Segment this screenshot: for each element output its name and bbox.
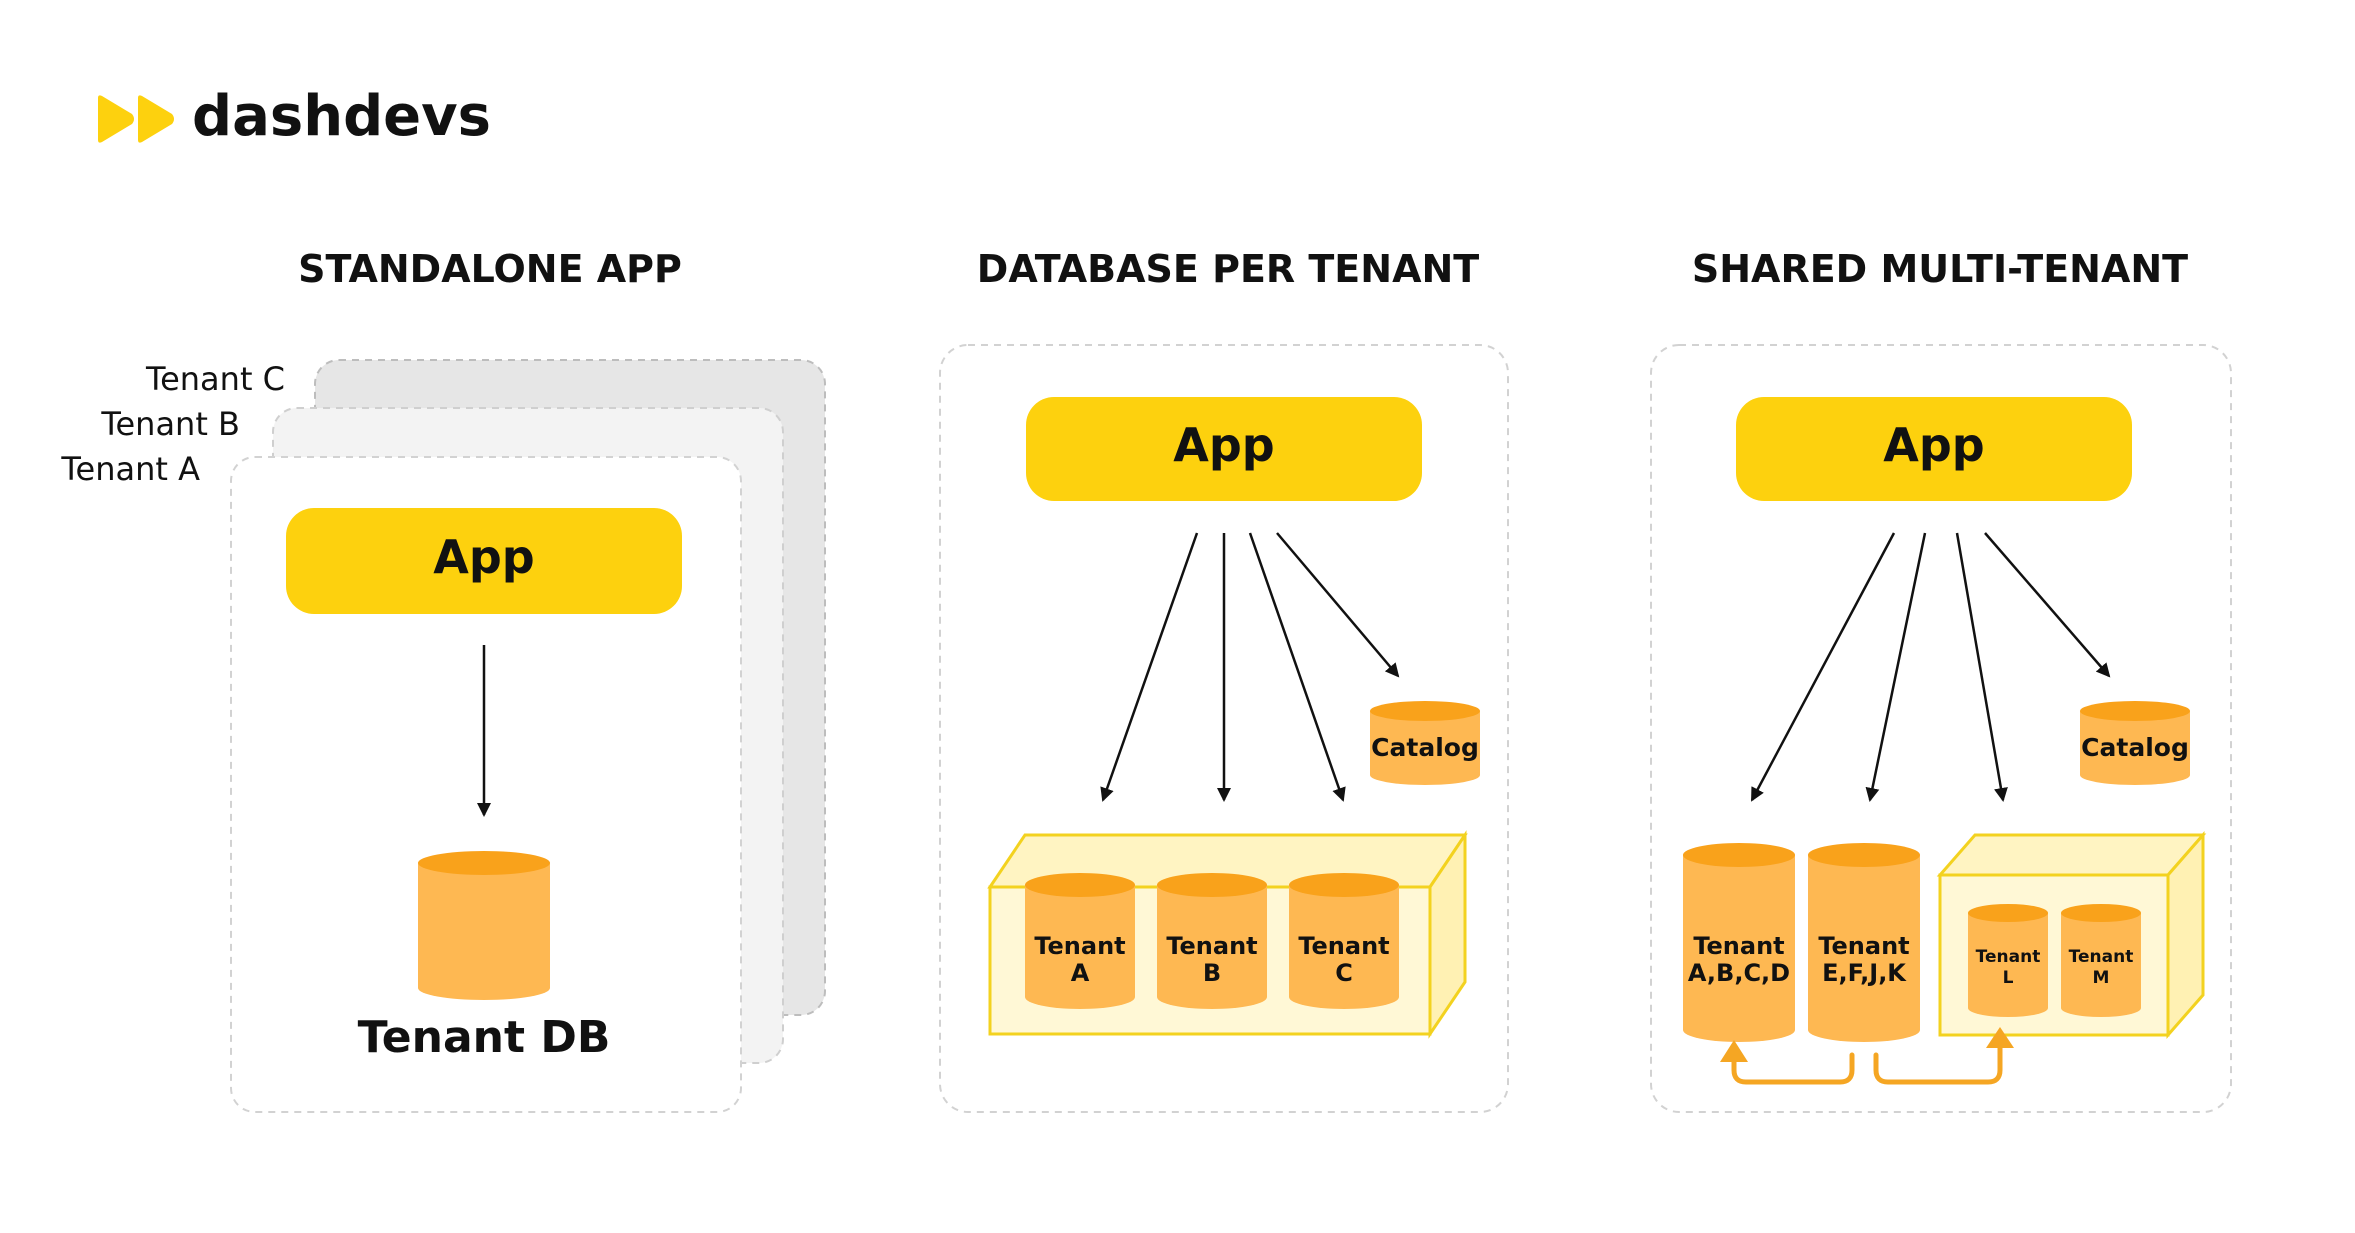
section-title-shared-multi-tenant: SHARED MULTI-TENANT (1692, 247, 2188, 291)
smt-isolated-db-l-line2: L (2003, 968, 2014, 988)
smt-migration-arrow-to-isolated-box (1873, 1027, 2014, 1085)
smt-arrow-catalog (1984, 532, 2111, 678)
tenant-label-a: Tenant A (60, 450, 200, 488)
shared-multi-tenant-section: App Catalog Tenant A,B,C,D Tenant E,F,J,… (1650, 344, 2232, 1113)
database-per-tenant-section: App Catalog Tenant A Tenant B (939, 344, 1509, 1113)
dashdevs-logo: dashdevs (98, 84, 491, 149)
tenant-label-b: Tenant B (100, 405, 240, 443)
dpt-arrow-tenant-a (1100, 532, 1199, 802)
standalone-app-label: App (433, 530, 534, 584)
smt-shared-db-2-line2: E,F,J,K (1822, 959, 1907, 987)
standalone-section: Tenant C Tenant B Tenant A App Tenant DB (60, 359, 826, 1113)
tenant-label-c: Tenant C (145, 360, 285, 398)
section-title-database-per-tenant: DATABASE PER TENANT (977, 247, 1480, 291)
dpt-arrow-catalog (1276, 532, 1400, 678)
standalone-app-box (286, 508, 682, 614)
smt-arrow-shared-db-1 (1750, 532, 1896, 802)
dpt-container (939, 344, 1509, 1113)
smt-shared-db-2-line1: Tenant (1818, 932, 1909, 960)
smt-catalog-label: Catalog (2081, 733, 2189, 762)
smt-isolated-db-m-line2: M (2093, 968, 2110, 988)
smt-arrow-shared-db-2 (1865, 532, 1927, 802)
smt-app-label: App (1883, 418, 1984, 472)
dpt-tenant-c-cylinder-icon (1289, 873, 1399, 1009)
dpt-tenant-c-line1: Tenant (1298, 932, 1389, 960)
dpt-arrow-tenant-c (1248, 532, 1346, 802)
smt-isolated-db-l-line1: Tenant (1976, 947, 2041, 967)
dpt-tenant-c-line2: C (1335, 959, 1353, 987)
tenant-a-card (230, 456, 742, 1113)
smt-arrow-isolated-box (1955, 532, 2008, 802)
dpt-tenant-a-cylinder-icon (1025, 873, 1135, 1009)
smt-catalog-cylinder-icon (2080, 701, 2190, 785)
dpt-catalog-label: Catalog (1371, 733, 1479, 762)
smt-isolated-db-l-cylinder-icon (1968, 904, 2048, 1017)
tenant-db-cylinder-icon (418, 851, 550, 1000)
tenant-db-label: Tenant DB (358, 1012, 611, 1063)
smt-app-box (1736, 397, 2132, 501)
dpt-tenant-b-cylinder-icon (1157, 873, 1267, 1009)
smt-shared-db-1-line2: A,B,C,D (1688, 959, 1790, 987)
dpt-tenant-a-line1: Tenant (1034, 932, 1125, 960)
smt-shared-db-2-cylinder-icon (1808, 843, 1920, 1042)
brand-name: dashdevs (192, 84, 491, 149)
dpt-app-label: App (1173, 418, 1274, 472)
section-title-standalone: STANDALONE APP (298, 247, 682, 291)
dpt-tenant-b-line1: Tenant (1166, 932, 1257, 960)
smt-isolated-db-m-cylinder-icon (2061, 904, 2141, 1017)
dpt-catalog-cylinder-icon (1370, 701, 1480, 785)
dpt-tenant-a-line2: A (1071, 959, 1090, 987)
dpt-app-box (1026, 397, 1422, 501)
dpt-tenant-b-line2: B (1203, 959, 1221, 987)
smt-isolated-db-m-line1: Tenant (2069, 947, 2134, 967)
smt-migration-arrow-to-shared-db-1 (1720, 1040, 1855, 1085)
logo-mark-icon (98, 95, 174, 143)
smt-container (1650, 344, 2232, 1113)
smt-shared-db-1-line1: Tenant (1693, 932, 1784, 960)
smt-shared-db-1-cylinder-icon (1683, 843, 1795, 1042)
